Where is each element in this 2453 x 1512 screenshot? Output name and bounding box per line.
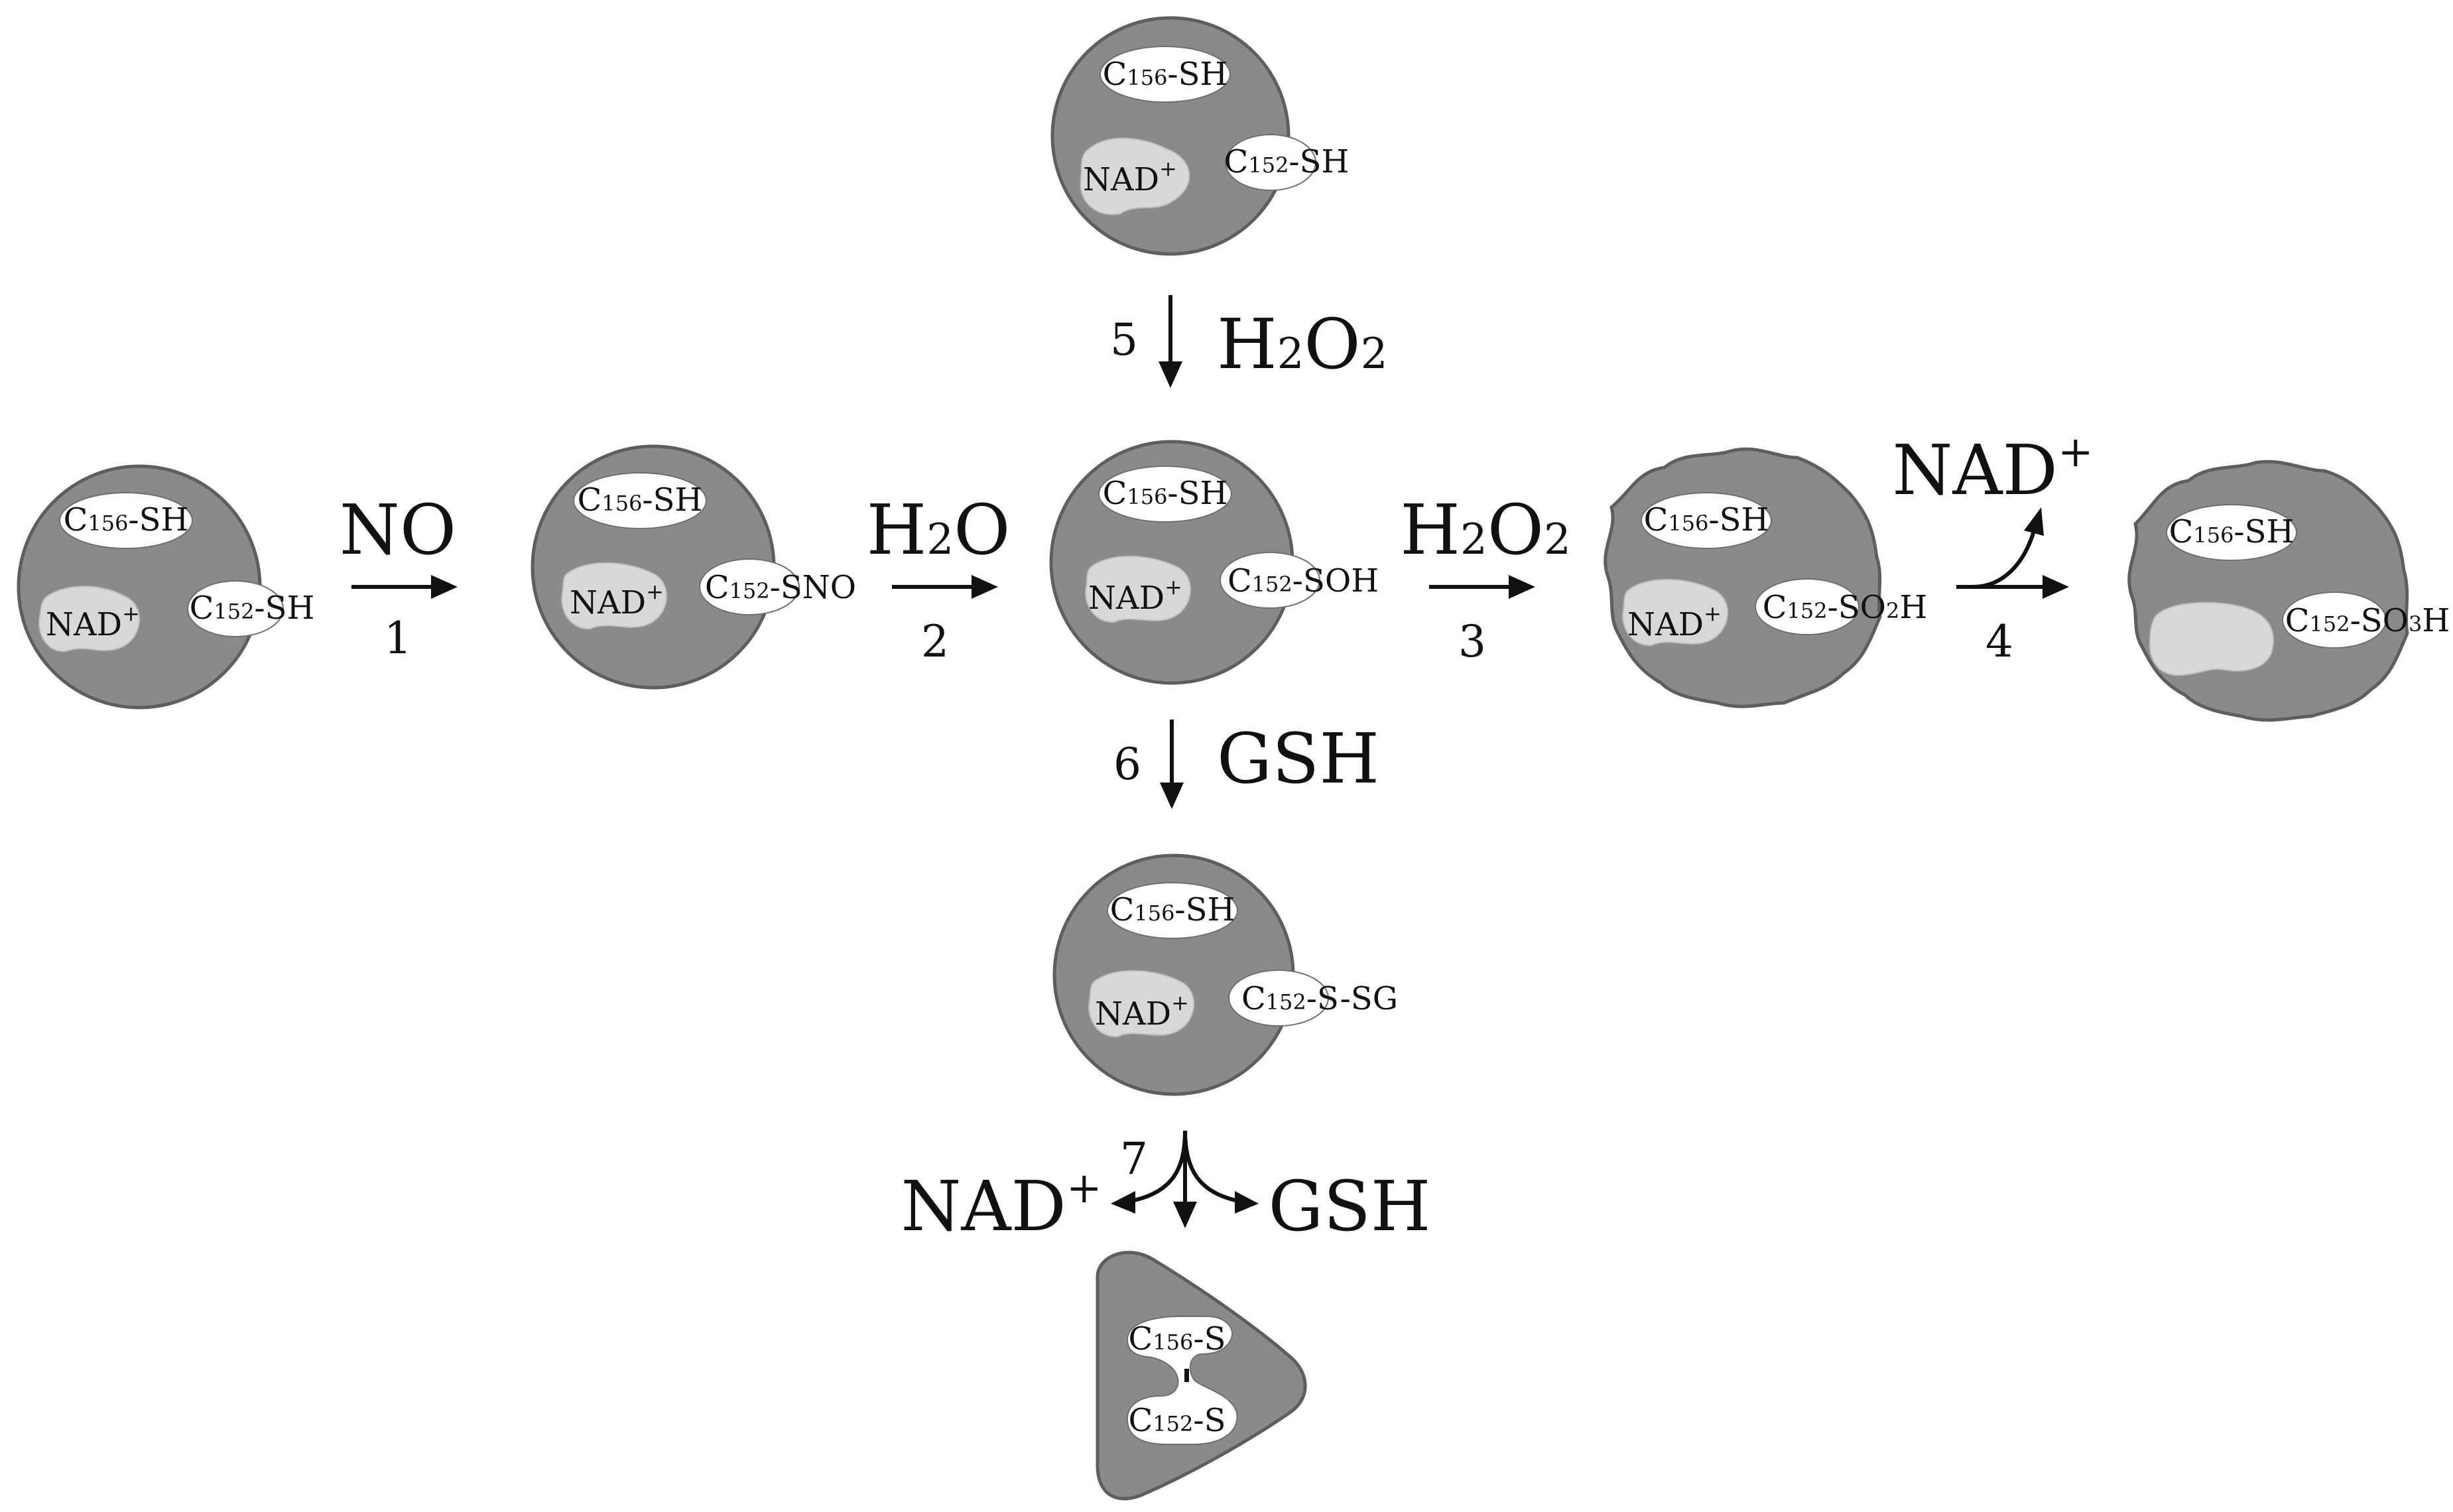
protein-disulfide: C156-S C152-S: [1096, 1251, 1307, 1501]
protein-sulfenic-acid: C156-SH NAD+ C152-SOH: [1049, 440, 1379, 685]
reaction-step-4: NAD+ 4: [1892, 428, 2093, 667]
svg-text:H2O2: H2O2: [1217, 304, 1387, 385]
svg-text:C152-SO3H: C152-SO3H: [2285, 602, 2450, 639]
reaction-step-3: H2O2 3: [1400, 489, 1570, 667]
reaction-step-5: 5 H2O2: [1110, 295, 1387, 388]
svg-text:GSH: GSH: [1217, 718, 1379, 799]
svg-text:C152-S-SG: C152-S-SG: [1241, 980, 1398, 1017]
svg-text:2: 2: [921, 616, 949, 667]
svg-text:3: 3: [1458, 616, 1486, 667]
protein-left-native: C156-SH NAD+ C152-SH: [17, 464, 315, 710]
svg-text:NAD+: NAD+: [1892, 428, 2093, 511]
reaction-step-6: 6 GSH: [1113, 718, 1379, 809]
svg-text:7: 7: [1120, 1133, 1148, 1184]
svg-text:4: 4: [1985, 616, 2013, 667]
svg-text:C156-SH: C156-SH: [1103, 56, 1228, 93]
svg-text:C152-SH: C152-SH: [190, 590, 315, 627]
svg-text:NO: NO: [340, 489, 456, 570]
svg-text:C152-SO2H: C152-SO2H: [1763, 589, 1927, 626]
svg-text:C156-SH: C156-SH: [64, 501, 189, 538]
reaction-step-1: NO 1: [340, 489, 458, 664]
svg-text:5: 5: [1110, 314, 1138, 365]
reaction-step-7: 7 NAD+ GSH: [901, 1130, 1431, 1247]
reaction-step-2: H2O 2: [867, 489, 1011, 667]
protein-top-native: C156-SH NAD+ C152-SH: [1050, 16, 1350, 256]
svg-text:C152-SH: C152-SH: [1224, 143, 1350, 180]
svg-text:NAD+: NAD+: [901, 1164, 1101, 1247]
svg-text:C152-SOH: C152-SOH: [1227, 562, 1379, 599]
protein-sulfonic-acid: C156-SH C152-SO3H: [2127, 460, 2450, 722]
svg-text:H2O2: H2O2: [1400, 489, 1570, 570]
protein-sulfinic-acid: C156-SH NAD+ C152-SO2H: [1604, 447, 1927, 708]
svg-text:6: 6: [1113, 739, 1141, 790]
protein-snitrosylated: C156-SH NAD+ C152-SNO: [531, 444, 856, 690]
svg-text:C152-SNO: C152-SNO: [705, 569, 856, 606]
svg-text:GSH: GSH: [1268, 1166, 1430, 1247]
svg-text:1: 1: [384, 613, 412, 664]
protein-glutathionylated: C156-SH NAD+ C152-S-SG: [1052, 853, 1398, 1096]
svg-text:H2O: H2O: [867, 489, 1011, 570]
svg-text:C156-SH: C156-SH: [1103, 475, 1228, 512]
